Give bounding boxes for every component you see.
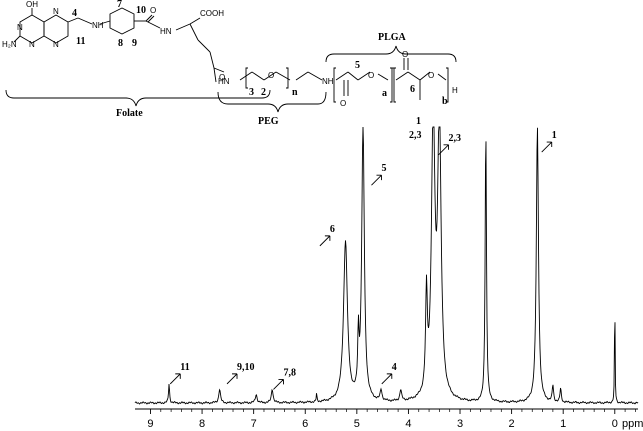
x-axis-ticks: 9 8 7 6 5 4 3 2 1 0 [147, 409, 636, 430]
peak-arrow [371, 174, 382, 186]
peak-arrow [226, 373, 238, 385]
peak-label: 5 [381, 163, 386, 174]
peak-label: 2,3 [449, 133, 462, 144]
label-cooh: COOH [200, 9, 224, 18]
label-oh: OH [26, 0, 38, 9]
peak-arrow [319, 235, 331, 247]
x-tick-label: 4 [405, 418, 411, 430]
num-b: b [442, 96, 448, 107]
label-o3: O [268, 71, 274, 80]
num-a: a [382, 88, 387, 99]
label-n2: N [29, 40, 35, 49]
folate-label: Folate [116, 108, 143, 119]
x-tick-label: 2 [509, 418, 515, 430]
label-n3: N [53, 40, 59, 49]
num-1: 1 [416, 116, 421, 127]
label-nh2: NH [322, 77, 334, 86]
label-o5: O [368, 71, 374, 80]
num-8: 8 [118, 38, 123, 49]
x-tick-label: 3 [457, 418, 463, 430]
num-5: 5 [355, 60, 360, 71]
label-o1: O [150, 6, 156, 15]
peak-label: 4 [392, 362, 397, 373]
plga-label: PLGA [378, 32, 407, 43]
peak-label: 11 [180, 362, 189, 373]
num-4: 4 [72, 8, 77, 19]
num-2: 2 [261, 87, 266, 98]
num-11: 11 [76, 36, 85, 47]
label-n4: N [53, 7, 59, 16]
x-axis: 9 8 7 6 5 4 3 2 1 0 ppm [135, 408, 643, 430]
num-n: n [292, 87, 298, 98]
x-axis-label: ppm [622, 418, 643, 430]
x-tick-label: 0 [612, 418, 618, 430]
num-6: 6 [410, 84, 415, 95]
peak-annotations: 11 9,10 7,8 6 4 5 1 2,3 [169, 130, 557, 390]
chemical-structure [5, 7, 457, 113]
x-tick-label: 5 [354, 418, 360, 430]
label-h2n: H₂N [2, 40, 17, 49]
spectrum-line [134, 126, 639, 405]
peak-arrow [169, 373, 181, 385]
x-tick-label: 1 [560, 418, 566, 430]
peak-label: 9,10 [237, 362, 255, 373]
label-nh1: NH [92, 21, 104, 30]
num-2-3: 2,3 [409, 130, 422, 141]
peak-arrow [438, 144, 449, 156]
nmr-spectrum: 11 9,10 7,8 6 4 5 1 2,3 [134, 126, 639, 405]
x-tick-label: 9 [147, 418, 153, 430]
peak-arrow [381, 373, 393, 385]
label-n1: N [17, 23, 23, 32]
label-h: H [452, 86, 458, 95]
num-9: 9 [132, 38, 137, 49]
peak-label: 6 [330, 224, 335, 235]
x-tick-label: 6 [302, 418, 308, 430]
structure-labels: OH H₂N N N N N NH HN O COOH O HN O NH O … [2, 0, 458, 141]
x-tick-label: 7 [251, 418, 257, 430]
label-o7: O [428, 71, 434, 80]
num-10: 10 [136, 5, 146, 16]
peg-label: PEG [258, 116, 279, 127]
peak-label: 1 [552, 130, 557, 141]
label-hn1: HN [160, 27, 172, 36]
label-hn2: HN [218, 77, 230, 86]
num-3: 3 [249, 87, 254, 98]
peak-label: 7,8 [283, 367, 296, 378]
num-7: 7 [117, 0, 122, 10]
label-o4: O [340, 99, 346, 108]
peak-arrow [273, 378, 284, 390]
label-o2: O [219, 73, 225, 82]
peak-arrow [541, 141, 553, 153]
x-tick-label: 8 [199, 418, 205, 430]
label-o6: O [402, 50, 408, 59]
